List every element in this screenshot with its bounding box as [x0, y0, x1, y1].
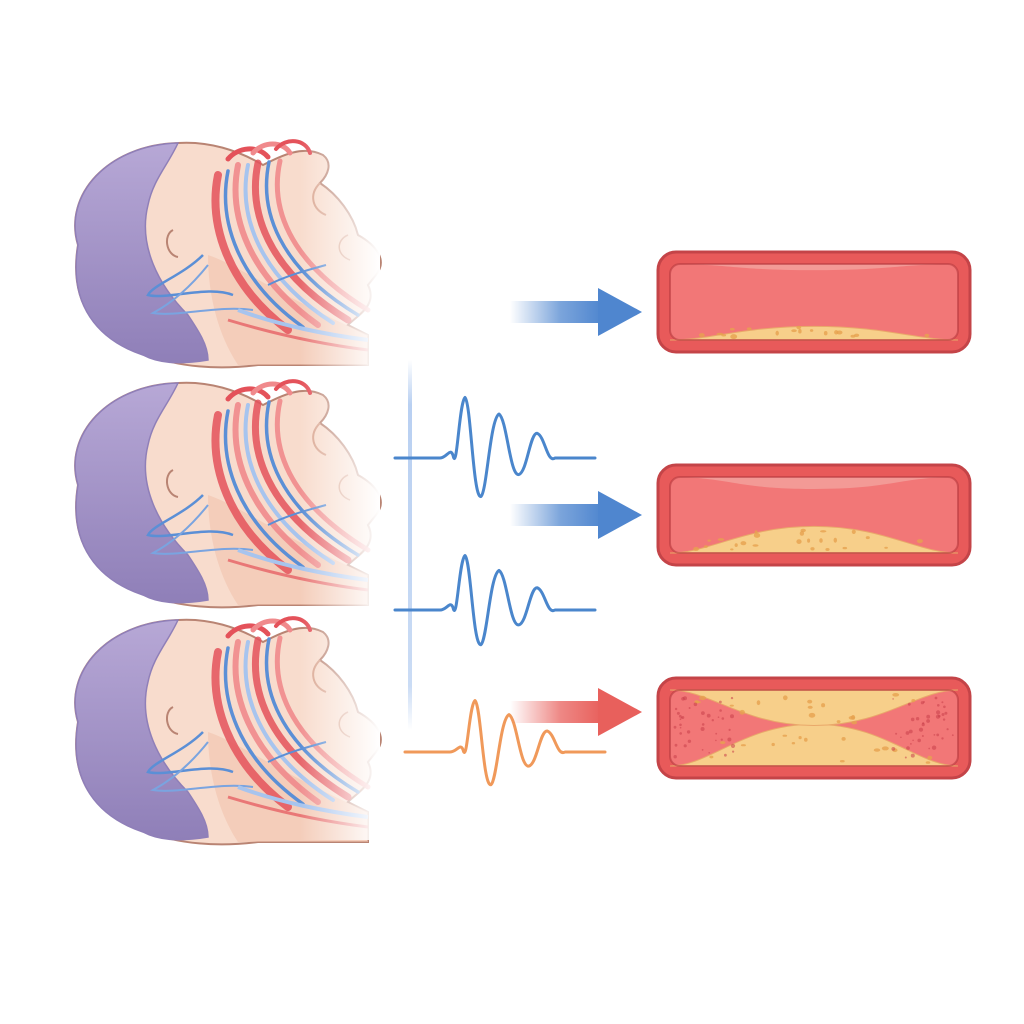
waveform-icon-1 [393, 396, 597, 499]
vessels-column [656, 250, 972, 780]
waveform-icon-3 [403, 699, 607, 787]
arrow-icon-2 [510, 491, 642, 539]
vessel-icon-2 [656, 463, 972, 567]
signal-divider-line [408, 360, 412, 730]
arrow-icon-3 [510, 688, 642, 736]
vessel-icon-1 [656, 250, 972, 354]
waveform-icon-2 [393, 554, 597, 647]
waveforms [393, 396, 607, 787]
vessel-icon-3 [656, 676, 972, 780]
arrow-icon-1 [510, 288, 642, 336]
arrows [510, 288, 642, 736]
heads-fade [300, 120, 380, 840]
